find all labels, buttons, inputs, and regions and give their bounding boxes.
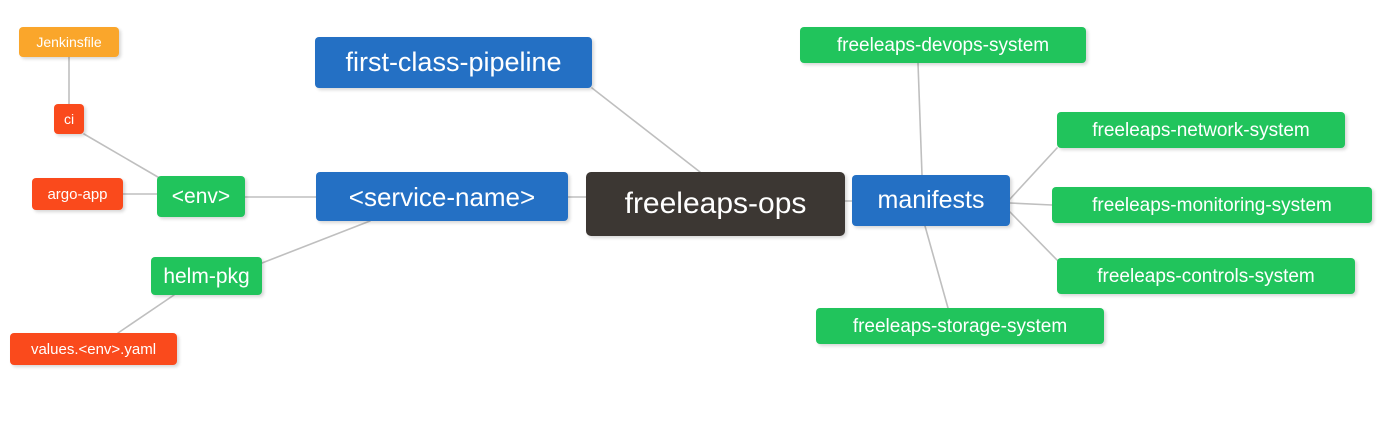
node-freeleaps-devops-system[interactable]: freeleaps-devops-system	[800, 27, 1086, 63]
node-first-class-pipeline[interactable]: first-class-pipeline	[315, 37, 592, 88]
node-helm-pkg[interactable]: helm-pkg	[151, 257, 262, 295]
node-freeleaps-monitoring-system[interactable]: freeleaps-monitoring-system	[1052, 187, 1372, 223]
node-freeleaps-network-system[interactable]: freeleaps-network-system	[1057, 112, 1345, 148]
node-values-env-yaml[interactable]: values.<env>.yaml	[10, 333, 177, 365]
edge-helm-pkg-to-service-name	[261, 220, 371, 264]
edge-manifests-to-freeleaps-devops-system	[917, 62, 923, 176]
edge-manifests-to-freeleaps-monitoring-system	[1009, 202, 1053, 206]
node-env[interactable]: <env>	[157, 176, 245, 217]
edge-first-class-pipeline-to-freeleaps-ops	[591, 87, 701, 173]
node-service-name[interactable]: <service-name>	[316, 172, 568, 221]
node-ci[interactable]: ci	[54, 104, 84, 134]
node-jenkinsfile[interactable]: Jenkinsfile	[19, 27, 119, 57]
node-freeleaps-ops[interactable]: freeleaps-ops	[586, 172, 845, 236]
edge-manifests-to-freeleaps-network-system	[1009, 147, 1058, 200]
node-freeleaps-controls-system[interactable]: freeleaps-controls-system	[1057, 258, 1355, 294]
node-argo-app[interactable]: argo-app	[32, 178, 123, 210]
edge-values-env-yaml-to-helm-pkg	[117, 294, 175, 334]
node-freeleaps-storage-system[interactable]: freeleaps-storage-system	[816, 308, 1104, 344]
edge-ci-to-env	[83, 133, 164, 181]
node-manifests[interactable]: manifests	[852, 175, 1010, 226]
edge-manifests-to-freeleaps-storage-system	[924, 225, 949, 309]
edge-manifests-to-freeleaps-controls-system	[1009, 211, 1058, 261]
